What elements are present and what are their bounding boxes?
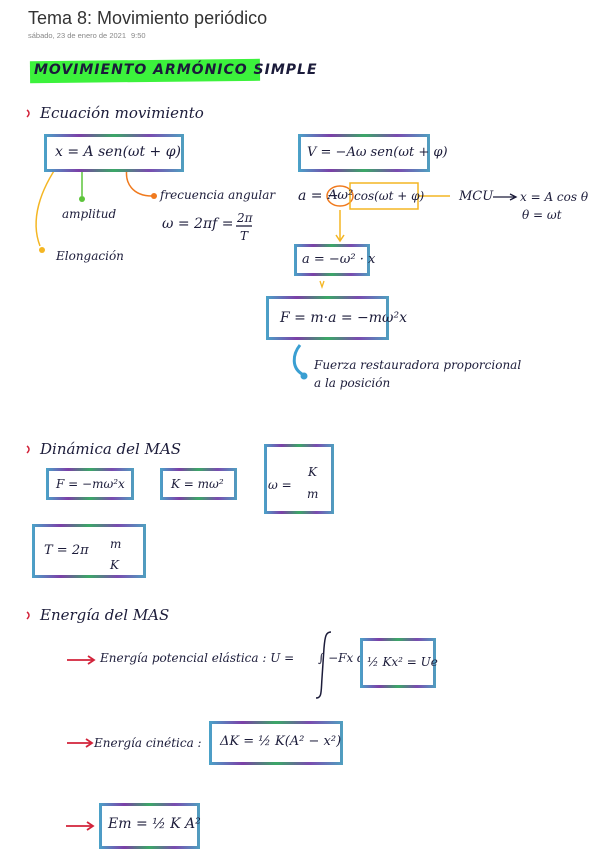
arrow-note-icon [292,344,303,376]
eq-omega-num: 2π [237,211,253,225]
eq-t-prefix: T = 2π [44,543,89,558]
eq-t-num: m [110,537,122,551]
eq-accel-amp: Aω² [328,188,354,203]
eq-w-num: K [308,465,317,479]
page-title: Tema 8: Movimiento periódico [28,8,268,28]
box-k [160,468,237,500]
mech-result: Em = ½ K A² [108,816,201,832]
eq-k: K = mω² [171,477,224,491]
eq-accel-prefix: a = − [298,188,339,204]
bullet-icon [26,611,30,620]
label-elongation: Elongación [56,249,124,263]
box-omega-dynamics [264,444,334,514]
box-kinetic [209,721,343,765]
main-heading: MOVIMIENTO ARMÓNICO SIMPLE [34,62,318,78]
pot-result: ½ Kx² = Ue [367,655,438,669]
circle-accel-amp-icon [326,185,354,207]
arrow-elongation-icon [35,161,61,247]
box-mechanical [99,803,200,849]
eq-accel-cos: cos(ωt + φ) [354,189,425,203]
eq-t-den: K [110,558,119,572]
kin-label: Energía cinética : [94,736,202,750]
eq-omega-den: T [240,229,249,243]
box-velocity-equation [298,134,430,172]
integral-icon [315,631,332,699]
mcu-theta: θ = ωt [522,208,562,222]
bullet-icon [26,109,30,118]
box-position-equation [44,134,184,172]
box-force [266,296,389,340]
force-note-1: Fuerza restauradora proporcional [314,358,522,372]
section-title-energy: Energía del MAS [40,606,170,624]
box-period [32,524,146,578]
box-accel-x [294,244,370,276]
mcu-label: MCU [459,189,494,204]
eq-w-prefix: ω = [268,478,292,492]
label-amplitude: amplitud [62,207,117,221]
eq-f: F = −mω²x [56,477,125,491]
eq-position: x = A sen(ωt + φ) [55,144,181,160]
pot-label: Energía potencial elástica : U = [100,651,295,665]
force-note-2: a la posición [314,376,391,390]
box-potential [360,638,436,688]
page-time: 9:50 [131,31,146,40]
eq-force: F = m·a = −mω²x [280,310,407,326]
label-frequency: frecuencia angular [160,188,276,202]
section-title-equation: Ecuación movimiento [40,104,204,122]
box-force-dynamics [46,468,134,500]
eq-accel-x: a = −ω² · x [302,252,376,267]
eq-velocity: V = −Aω sen(ωt + φ) [307,145,448,160]
section-title-dynamics: Dinámica del MAS [40,440,182,458]
kin-result: ΔK = ½ K(A² − x²) [220,734,342,749]
eq-omega: ω = 2πf = [162,216,234,232]
page-date: sábado, 23 de enero de 2021 [28,31,127,40]
mcu-x: x = A cos θ [520,190,589,204]
bullet-icon [26,445,30,454]
eq-w-den: m [307,487,319,501]
